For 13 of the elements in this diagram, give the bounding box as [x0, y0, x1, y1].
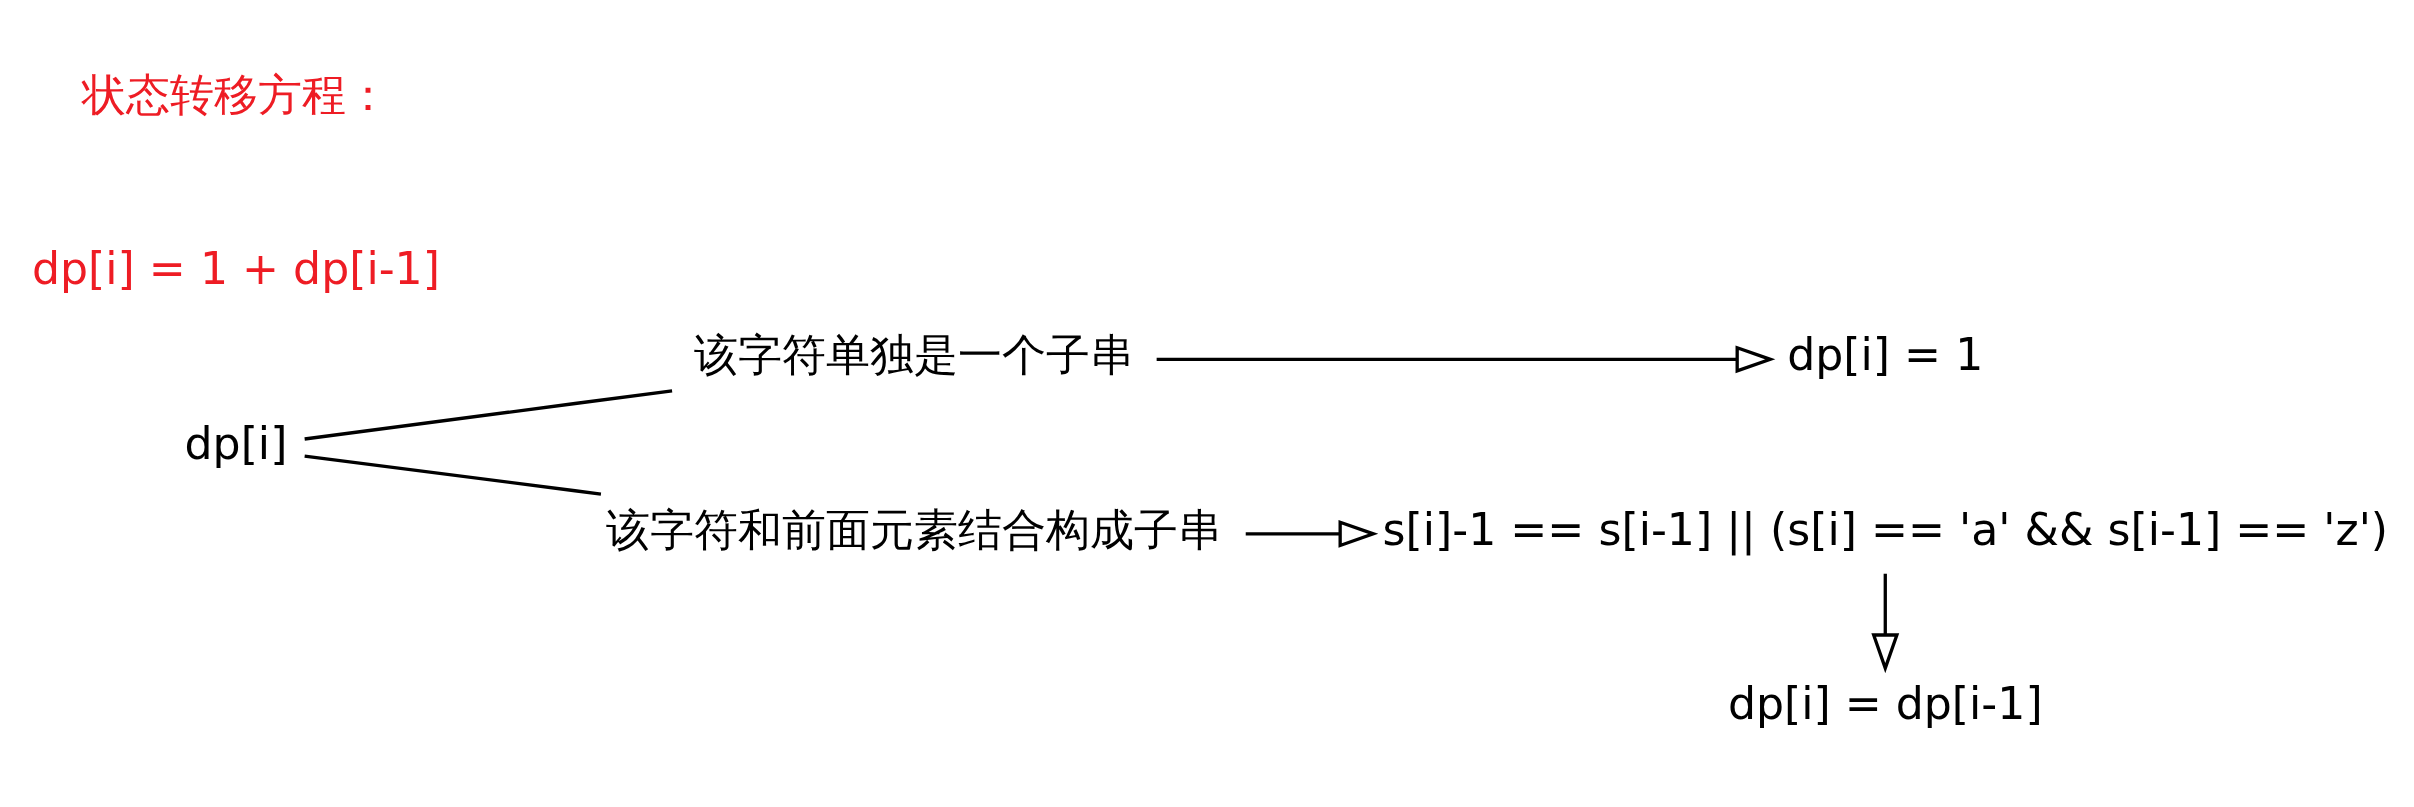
node-text: s[i]-1 == s[i-1] || (s[i] == 'a' && s[i-1] == 'z') [1382, 503, 2389, 555]
node-text: dp[i] [184, 417, 288, 469]
connector [304, 389, 673, 441]
label: 状态转移方程： [81, 68, 390, 120]
arrow [1156, 345, 1776, 374]
node-text: dp[i] = dp[i-1] [1727, 678, 2043, 730]
arrow [1871, 573, 1900, 674]
connector [304, 454, 602, 496]
node-text: 该字符和前面元素结合构成子串 [606, 503, 1223, 555]
node-text: dp[i] = 1 [1787, 329, 1984, 381]
label: dp[i] = 1 + dp[i-1] [32, 243, 440, 295]
node-text: 该字符单独是一个子串 [694, 329, 1135, 381]
arrow [1245, 519, 1379, 548]
